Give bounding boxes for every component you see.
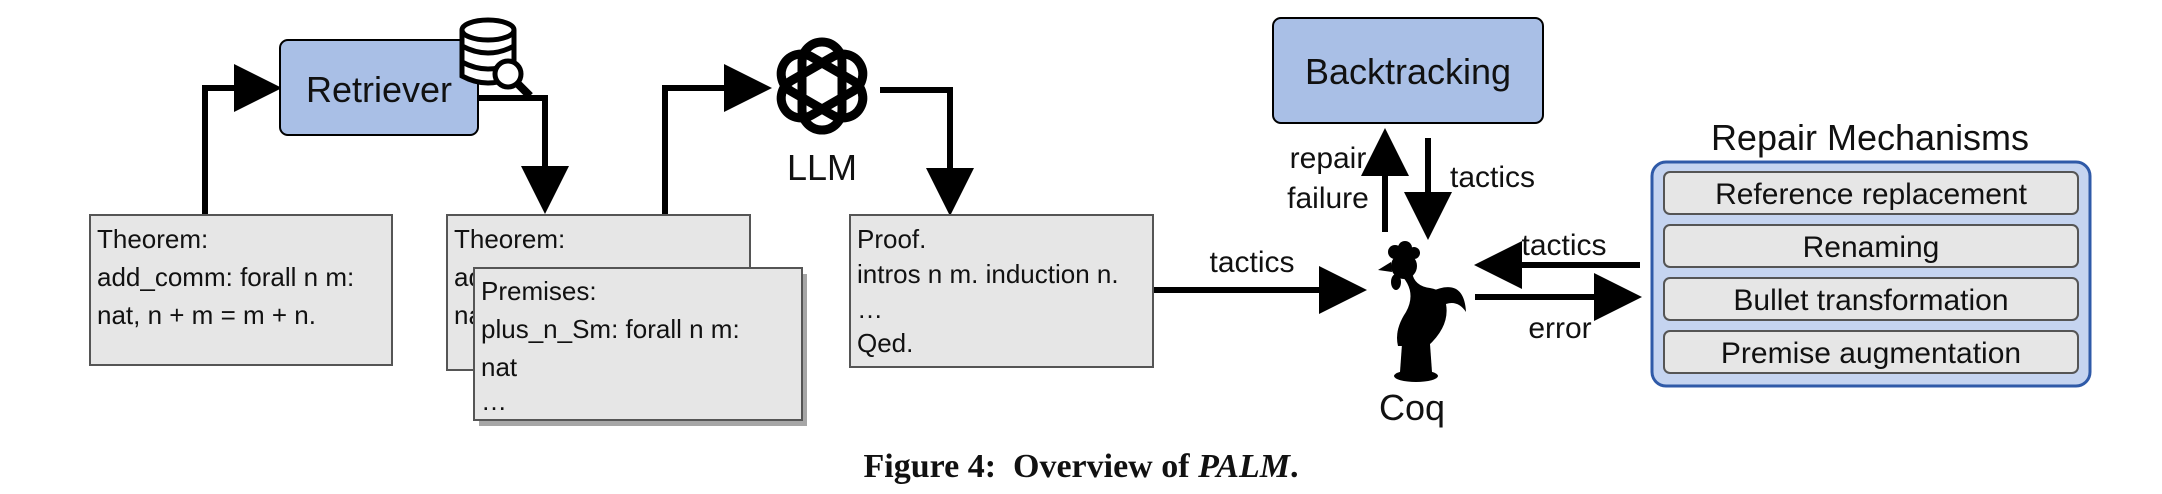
llm-label: LLM [787, 147, 857, 188]
label-tactics-to-coq: tactics [1209, 246, 1294, 279]
premises-box: Premises: plus_n_Sm: forall n m: nat … [473, 267, 807, 426]
retriever-label: Retriever [306, 69, 452, 110]
coq-label: Coq [1379, 387, 1445, 428]
repair-mechanisms: Repair Mechanisms Reference replacement … [1650, 117, 2092, 388]
arrow-premises-to-llm [662, 64, 772, 215]
theorem-back-line-1: Theorem: [454, 224, 565, 254]
proof-line-3: … [857, 294, 883, 324]
repair-item: Reference replacement [1663, 171, 2079, 215]
repair-item-label: Bullet transformation [1733, 284, 2008, 317]
premises-line-3: nat [481, 352, 518, 382]
connectors [202, 64, 1642, 321]
retriever-node: Retriever [279, 39, 479, 136]
arrow-retriever-to-premises [478, 95, 569, 214]
repair-item-label: Renaming [1803, 231, 1940, 264]
label-tactics-from-repair: tactics [1521, 229, 1606, 262]
proof-line-1: Proof. [857, 224, 926, 254]
premises-line-4: … [481, 386, 507, 416]
caption-prefix: Figure 4: Overview of [864, 448, 1199, 485]
arrow-theorem-to-retriever [202, 64, 282, 215]
rooster-icon [1378, 241, 1466, 382]
proof-box: Proof. intros n m. induction n. … Qed. [849, 214, 1154, 368]
backtracking-node: Backtracking [1272, 17, 1544, 124]
caption-name: PALM [1197, 448, 1292, 485]
label-failure: failure [1287, 182, 1369, 215]
proof-line-4: Qed. [857, 328, 913, 358]
database-search-icon [459, 17, 533, 99]
arrow-llm-to-proof [880, 87, 974, 216]
llm-logo-icon [776, 37, 868, 135]
repair-item-label: Premise augmentation [1721, 337, 2021, 370]
proof-line-2: intros n m. induction n. [857, 259, 1119, 289]
figure-caption: Figure 4: Overview of PALM. [864, 448, 1299, 485]
repair-item: Bullet transformation [1663, 277, 2079, 321]
llm-node: LLM [776, 37, 868, 188]
premises-line-1: Premises: [481, 276, 597, 306]
caption-suffix: . [1290, 448, 1299, 485]
premises-line-2: plus_n_Sm: forall n m: [481, 314, 740, 344]
coq-node: Coq [1378, 241, 1466, 428]
backtracking-label: Backtracking [1305, 51, 1511, 92]
repair-item-label: Reference replacement [1715, 178, 2028, 211]
repair-item: Premise augmentation [1663, 330, 2079, 374]
label-tactics-from-backtracking: tactics [1450, 161, 1535, 194]
theorem-line-2: add_comm: forall n m: [97, 262, 354, 292]
repair-title: Repair Mechanisms [1711, 117, 2029, 158]
theorem-box: Theorem: add_comm: forall n m: nat, n + … [89, 214, 393, 366]
label-error: error [1528, 312, 1591, 345]
theorem-line-1: Theorem: [97, 224, 208, 254]
theorem-line-3: nat, n + m = m + n. [97, 300, 316, 330]
repair-item: Renaming [1663, 224, 2079, 268]
label-repair: repair [1290, 142, 1367, 175]
